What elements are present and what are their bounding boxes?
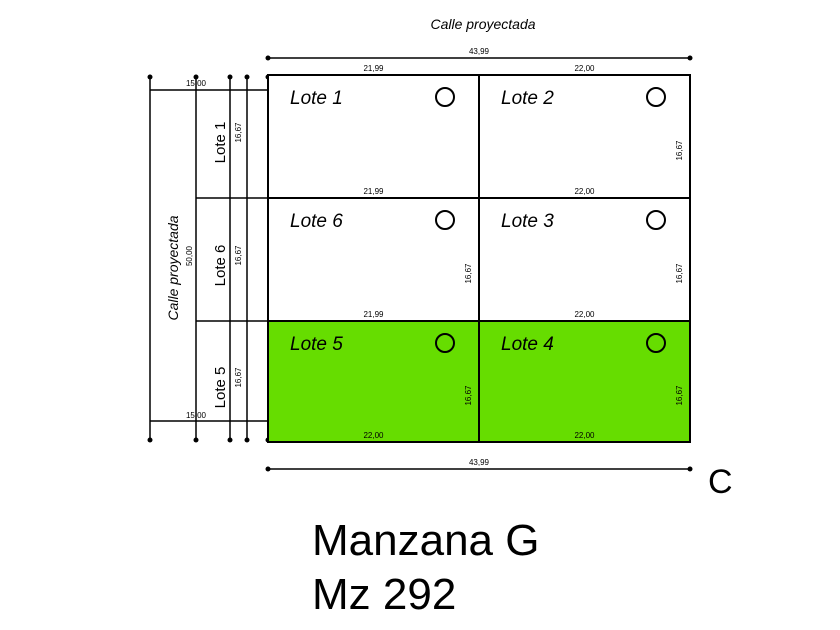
lot-right-dimension: 16,67 [675,140,684,161]
lot-label: Lote 2 [501,88,554,109]
lot-area [478,320,691,443]
lot-1: Lote 1 21,99 21,99 [267,64,480,199]
lot-right-dimension: 16,67 [464,263,473,284]
lot-area [267,197,480,322]
lot-right-dimension: 16,67 [675,385,684,406]
lot-bottom-dimension: 21,99 [363,310,384,319]
dimension-left-street-label: 50,00 [185,245,194,266]
lot-area [267,320,480,443]
corner-letter: C [708,463,733,501]
side-lote-1-dimension: 16,67 [234,122,243,143]
street-label-left: Calle proyectada [165,215,181,320]
lot-3: Lote 3 22,00 16,67 [478,197,691,322]
dimension-top-total: 43,99 [265,47,693,61]
lot-bottom-dimension: 22,00 [574,431,595,440]
lot-top-dimension: 22,00 [574,64,595,73]
lot-label: Lote 1 [290,88,343,109]
left-dimension-lines [149,75,268,442]
dimension-bottom-total: 43,99 [265,458,693,472]
lot-label: Lote 3 [501,211,554,232]
lot-4: Lote 4 22,00 16,67 [478,320,691,443]
lot-marker-icon [435,210,455,230]
lot-right-dimension: 16,67 [464,385,473,406]
lot-label: Lote 4 [501,334,554,355]
lot-bottom-dimension: 22,00 [574,187,595,196]
lot-area [267,74,480,199]
side-lote-1: Lote 1 [212,122,229,164]
lot-label: Lote 6 [290,211,343,232]
lot-bottom-dimension: 22,00 [574,310,595,319]
lot-label: Lote 5 [290,334,343,355]
dimension-top-total-label: 43,99 [469,47,490,56]
left-dimension-ticks [147,74,271,443]
lot-right-dimension: 16,67 [675,263,684,284]
street-label-top: Calle proyectada [430,16,535,32]
side-lote-5-dimension: 16,67 [234,367,243,388]
lot-bottom-dimension: 22,00 [363,431,384,440]
side-lote-6-dimension: 16,67 [234,245,243,266]
lot-marker-icon [646,333,666,353]
side-lote-5: Lote 5 [212,367,229,409]
lot-5: Lote 5 22,00 16,67 [267,320,480,443]
lot-marker-icon [646,87,666,107]
lot-2: Lote 2 22,00 22,00 16,67 [478,64,691,199]
side-lote-6: Lote 6 [212,245,229,287]
block-title: Manzana G [312,516,539,565]
lot-marker-icon [646,210,666,230]
lot-marker-icon [435,333,455,353]
dimension-left-bottom-label: 15,00 [186,411,207,420]
lot-top-dimension: 21,99 [363,64,384,73]
dimension-bottom-total-label: 43,99 [469,458,490,467]
lot-area [478,74,691,199]
lot-marker-icon [435,87,455,107]
lot-6: Lote 6 21,99 16,67 [267,197,480,322]
block-subtitle: Mz 292 [312,570,456,619]
lot-bottom-dimension: 21,99 [363,187,384,196]
dimension-left-top-label: 15,00 [186,79,207,88]
